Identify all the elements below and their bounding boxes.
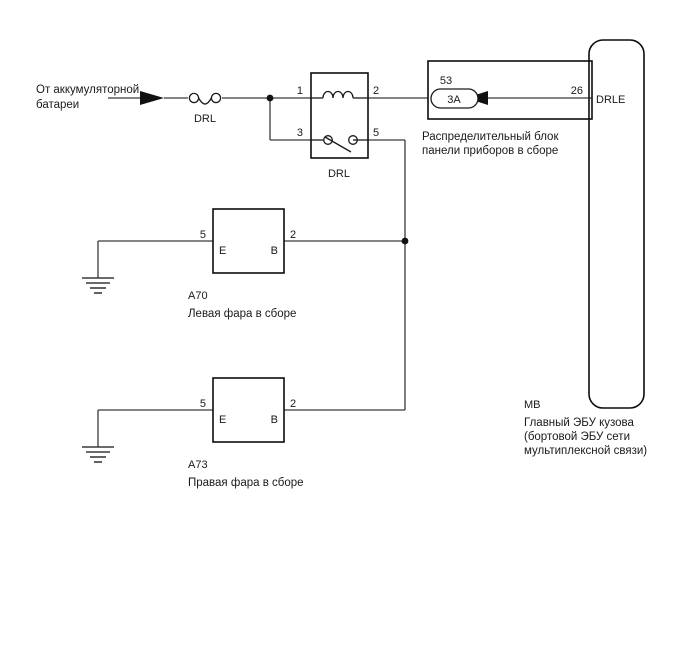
a70-pin-b-name: B	[271, 245, 278, 257]
battery-direction-arrow	[140, 91, 164, 105]
a70-pin-b-number: 2	[290, 229, 296, 241]
a70-code-label: A70	[188, 290, 208, 302]
a70-caption: Левая фара в сборе	[188, 308, 296, 320]
a73-pin-e-name: E	[219, 414, 226, 426]
ecu-body-box	[588, 39, 645, 409]
ecu-caption-line2: (бортовой ЭБУ сети	[524, 431, 630, 443]
junction-block-box	[427, 60, 593, 120]
a73-caption: Правая фара в сборе	[188, 477, 304, 489]
junction-dot-battery-branch	[266, 94, 274, 102]
relay-pin-1-label: 1	[297, 85, 303, 97]
relay-coil-symbol	[311, 90, 368, 99]
ground-symbol-a73	[82, 446, 114, 463]
a70-pin-e-name: E	[219, 245, 226, 257]
headlight-right-box	[212, 377, 285, 443]
inline-fuse-label: DRL	[194, 113, 216, 125]
inline-fuse-symbol-drl	[188, 92, 222, 105]
a70-pin-e-number: 5	[200, 229, 206, 241]
junction-block-caption-line1: Распределительный блок	[422, 131, 559, 143]
relay-pin-3-label: 3	[297, 127, 303, 139]
relay-box	[310, 72, 369, 159]
relay-pin-2-label: 2	[373, 85, 379, 97]
a73-pin-e-number: 5	[200, 398, 206, 410]
fuse-number-label: 53	[440, 75, 452, 87]
a73-code-label: A73	[188, 459, 208, 471]
junction-dot-headlight-branch	[401, 237, 409, 245]
ecu-pin-26-number: 26	[571, 85, 583, 97]
ground-symbol-a70	[82, 277, 114, 294]
a73-pin-b-number: 2	[290, 398, 296, 410]
relay-pin-5-label: 5	[373, 127, 379, 139]
ecu-code-label: MB	[524, 399, 541, 411]
relay-switch-symbol	[311, 135, 368, 153]
fuse-rating-label: 3A	[447, 94, 461, 106]
headlight-left-box	[212, 208, 285, 274]
battery-source-label-line2: батареи	[36, 99, 79, 111]
fuse-3a-symbol	[430, 88, 479, 109]
ecu-caption-line3: мультиплексной связи)	[524, 445, 647, 457]
junction-block-caption-line2: панели приборов в сборе	[422, 145, 558, 157]
ecu-pin-drle-name: DRLE	[596, 94, 625, 106]
a73-pin-b-name: B	[271, 414, 278, 426]
battery-source-label-line1: От аккумуляторной	[36, 84, 139, 96]
relay-label: DRL	[328, 168, 350, 180]
ecu-caption-line1: Главный ЭБУ кузова	[524, 417, 635, 429]
